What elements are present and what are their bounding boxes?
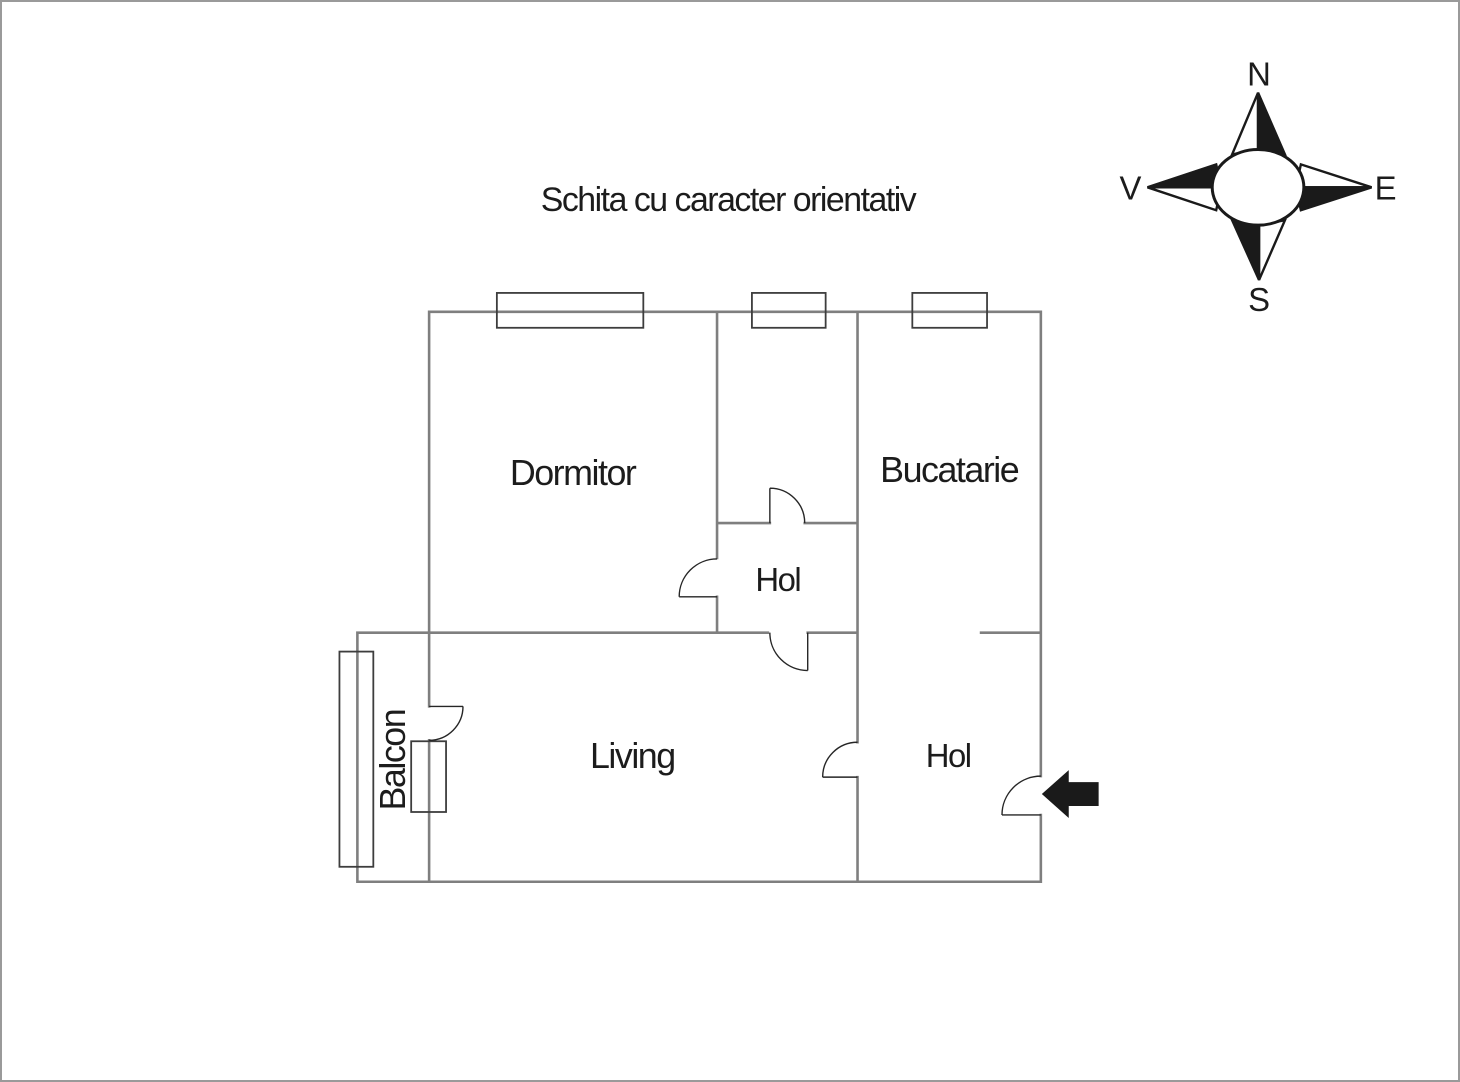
- compass-arm-e-dark: [1294, 186, 1372, 212]
- compass-label-south: S: [1248, 281, 1270, 318]
- door-hol-living: [769, 632, 809, 672]
- room-label-hol-mid: Hol: [755, 561, 800, 598]
- compass-arm-s-dark: [1230, 218, 1261, 281]
- wall-outline: [356, 310, 1043, 884]
- compass-arm-n-dark: [1256, 92, 1287, 157]
- door-living-hol: [821, 741, 858, 778]
- window-living-balcon: [410, 740, 447, 813]
- window-camera-mid: [751, 292, 827, 329]
- room-label-bucatarie: Bucatarie: [880, 450, 1019, 490]
- doors: [429, 487, 1041, 816]
- walls: [356, 310, 1043, 884]
- door-balcon: [429, 705, 464, 741]
- compass-arm-v-dark: [1147, 162, 1223, 189]
- window-balcon: [338, 650, 375, 868]
- compass-arm-v-light: [1147, 186, 1223, 212]
- door-camera-mid: [769, 487, 806, 524]
- entrance-arrow-icon: [1041, 770, 1099, 818]
- compass-label-north: N: [1247, 56, 1271, 93]
- room-label-living: Living: [590, 736, 675, 776]
- room-label-balcon: Balcon: [373, 710, 413, 811]
- compass-letters: N E S V: [1120, 56, 1397, 318]
- compass-rose-icon: [1147, 92, 1372, 281]
- compass-hub: [1210, 147, 1306, 227]
- compass-arm-s-light: [1257, 218, 1287, 281]
- compass-arm-n-light: [1230, 92, 1260, 157]
- compass-label-west: V: [1120, 169, 1142, 206]
- room-label-hol-entry: Hol: [926, 737, 971, 774]
- door-dormitor: [678, 558, 718, 598]
- door-entrance: [1001, 775, 1041, 816]
- page-title: Schita cu caracter orientativ: [541, 181, 917, 219]
- window-dormitor: [495, 292, 645, 329]
- compass-label-east: E: [1375, 169, 1397, 206]
- compass-arm-e-light: [1294, 162, 1372, 189]
- window-bucatarie: [911, 292, 988, 329]
- room-label-dormitor: Dormitor: [510, 453, 637, 493]
- windows: [338, 292, 988, 868]
